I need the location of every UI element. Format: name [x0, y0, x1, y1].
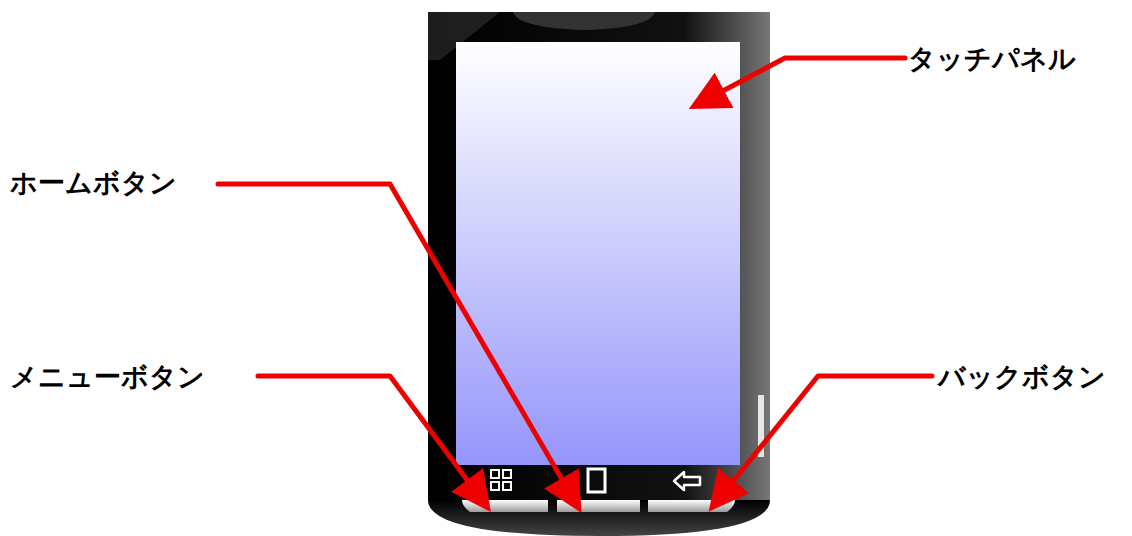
leader-arrow — [258, 376, 482, 500]
speaker — [513, 12, 655, 30]
touch-panel — [456, 42, 740, 465]
back-icon — [674, 472, 700, 490]
back-button — [648, 500, 735, 512]
phone-base — [428, 500, 770, 536]
leader-arrow — [702, 58, 905, 102]
leader-arrow — [218, 184, 574, 500]
leader-arrow — [718, 376, 932, 500]
part-label: メニューボタン — [10, 361, 205, 393]
home-icon — [588, 469, 605, 492]
menu-button — [462, 500, 548, 512]
menu-icon — [491, 470, 511, 490]
phone-body — [428, 12, 770, 500]
home-button — [557, 500, 640, 512]
part-label: ホームボタン — [10, 167, 177, 199]
part-label: タッチパネル — [908, 43, 1076, 75]
part-label: バックボタン — [938, 361, 1106, 393]
